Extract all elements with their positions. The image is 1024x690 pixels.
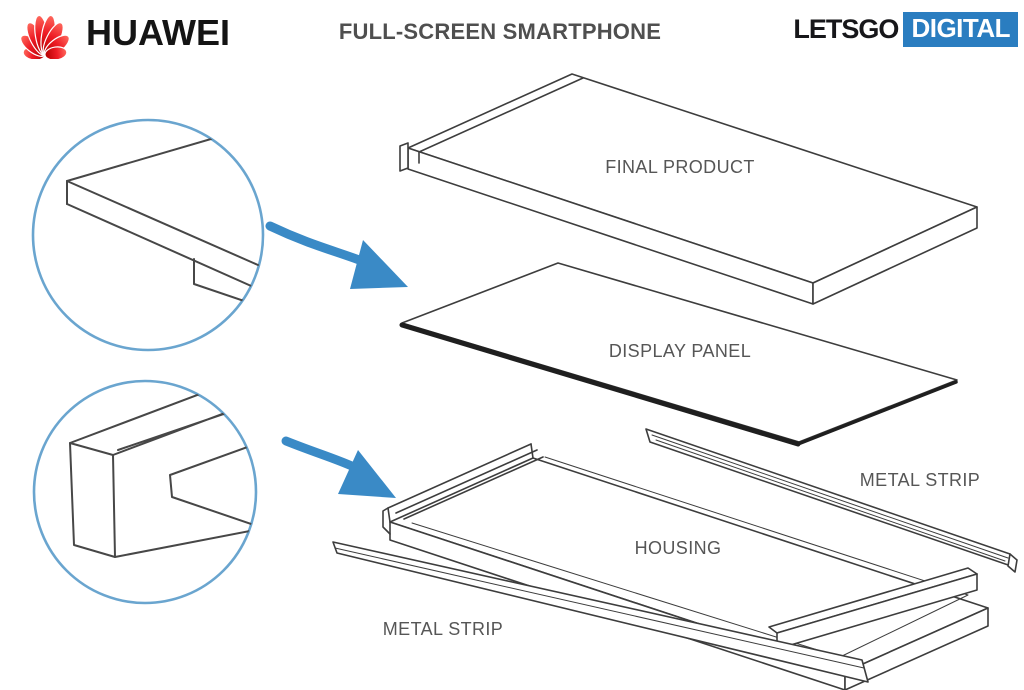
zoom-circle-top [31, 118, 265, 352]
magnifier-circle-icon [31, 118, 265, 352]
label-metal-strip-right: METAL STRIP [859, 470, 981, 490]
final-product-drawing [399, 73, 978, 305]
letsgo-wordmark: LETSGO [793, 13, 899, 44]
label-housing: HOUSING [634, 538, 722, 558]
zoom-circle-bottom [32, 379, 258, 605]
magnifier-circle-icon [32, 379, 258, 605]
letsgo-digital-logo: LETSGO DIGITAL [793, 12, 1018, 47]
edge-detail-sketch [66, 131, 259, 306]
curved-arrow-top-icon [265, 221, 408, 289]
metal-strip-right-drawing [645, 428, 1018, 573]
huawei-wordmark: HUAWEI [86, 12, 230, 53]
page-title: FULL-SCREEN SMARTPHONE [338, 19, 662, 44]
huawei-flower-icon [20, 14, 70, 59]
label-final-product: FINAL PRODUCT [605, 157, 755, 177]
digital-wordmark-badge: DIGITAL [903, 12, 1018, 47]
curved-arrow-bottom-icon [281, 436, 396, 498]
metal-strip-bottom-drawing [332, 541, 869, 683]
label-metal-strip-bottom: METAL STRIP [382, 619, 504, 639]
rail-detail-sketch [69, 381, 256, 558]
display-panel-drawing [399, 262, 958, 447]
label-display-panel: DISPLAY PANEL [608, 341, 752, 361]
